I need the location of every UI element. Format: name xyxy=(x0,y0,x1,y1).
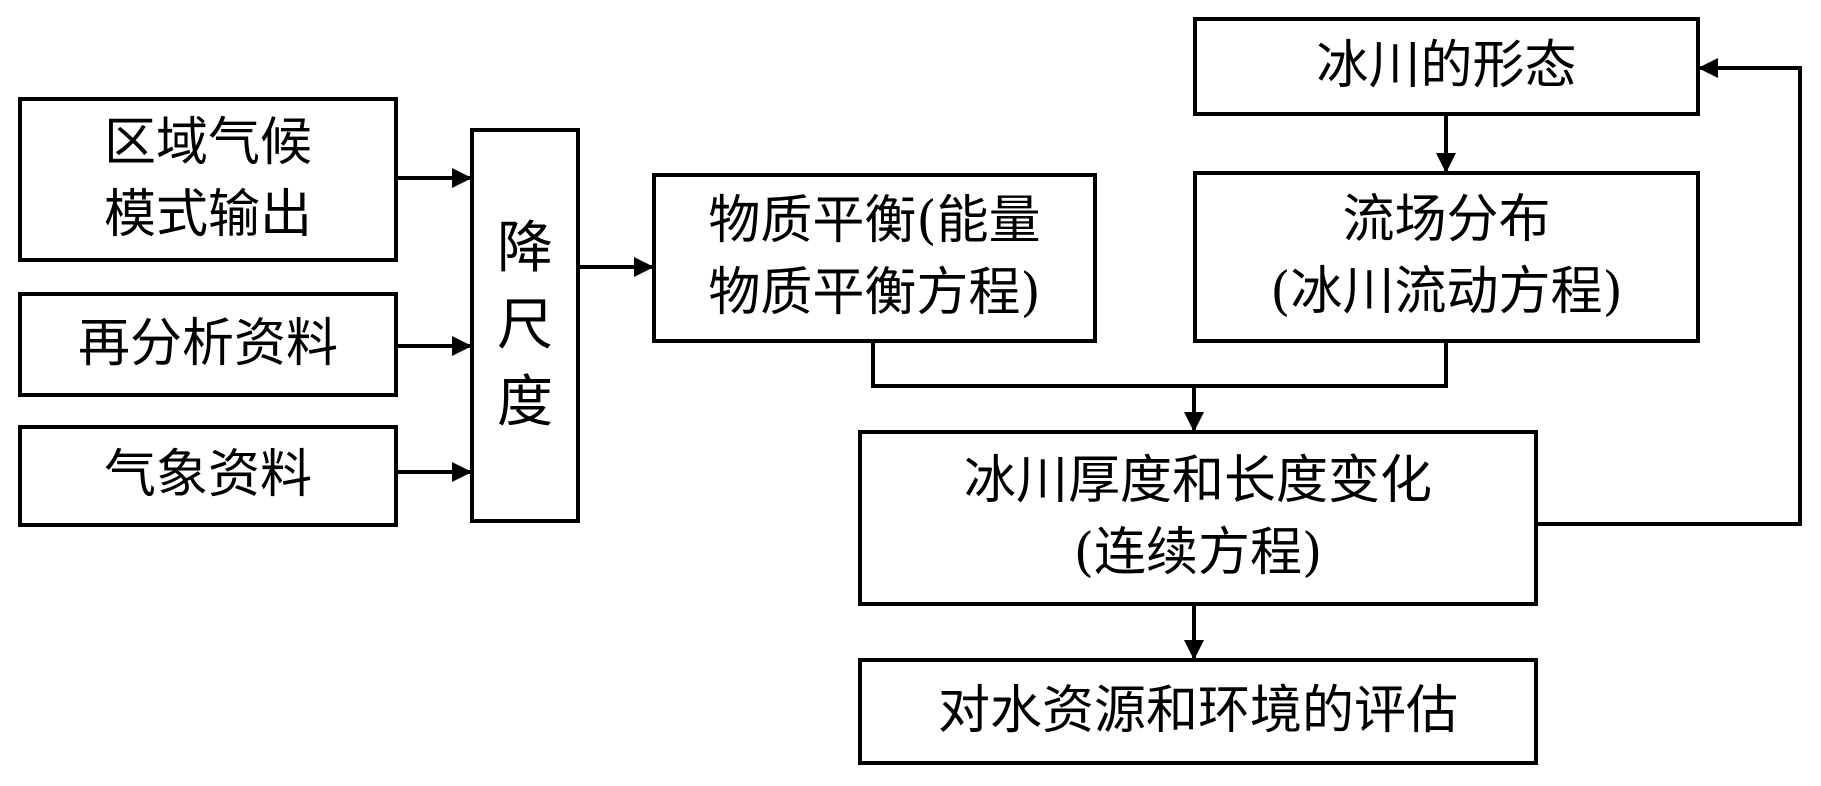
downscaling-char-1: 降 xyxy=(497,215,553,281)
arrow-feedback-to-shape xyxy=(1538,58,1802,526)
assessment-label: 对水资源和环境的评估 xyxy=(937,680,1458,741)
meteorological-data-box: 气象资料 xyxy=(18,425,398,527)
mass-balance-line-2: 物质平衡方程) xyxy=(708,263,1041,323)
water-resource-assessment-box: 对水资源和环境的评估 xyxy=(858,658,1538,765)
thickness-length-line-2: (连续方程) xyxy=(1073,523,1323,583)
flow-field-box: 流场分布 (冰川流动方程) xyxy=(1193,171,1700,343)
downscaling-box: 降 尺 度 xyxy=(470,128,580,523)
regional-climate-line-2: 模式输出 xyxy=(103,184,312,245)
flow-field-line-1: 流场分布 xyxy=(1342,190,1551,251)
downscaling-char-2: 尺 xyxy=(497,292,553,358)
meteorological-label: 气象资料 xyxy=(103,445,312,506)
reanalysis-label: 再分析资料 xyxy=(77,313,338,374)
glacier-shape-label: 冰川的形态 xyxy=(1316,35,1577,96)
flow-field-line-2: (冰川流动方程) xyxy=(1270,262,1623,322)
regional-climate-line-1: 区域气候 xyxy=(103,112,312,173)
regional-climate-model-output-box: 区域气候 模式输出 xyxy=(18,97,398,262)
downscaling-char-3: 度 xyxy=(497,370,553,436)
mass-balance-line-1: 物质平衡(能量 xyxy=(708,191,1041,252)
reanalysis-data-box: 再分析资料 xyxy=(18,292,398,397)
connector-merge xyxy=(871,343,1448,388)
thickness-length-line-1: 冰川厚度和长度变化 xyxy=(963,451,1432,512)
mass-balance-box: 物质平衡(能量 物质平衡方程) xyxy=(652,173,1097,343)
thickness-length-change-box: 冰川厚度和长度变化 (连续方程) xyxy=(858,430,1538,606)
glacier-shape-box: 冰川的形态 xyxy=(1193,17,1700,116)
